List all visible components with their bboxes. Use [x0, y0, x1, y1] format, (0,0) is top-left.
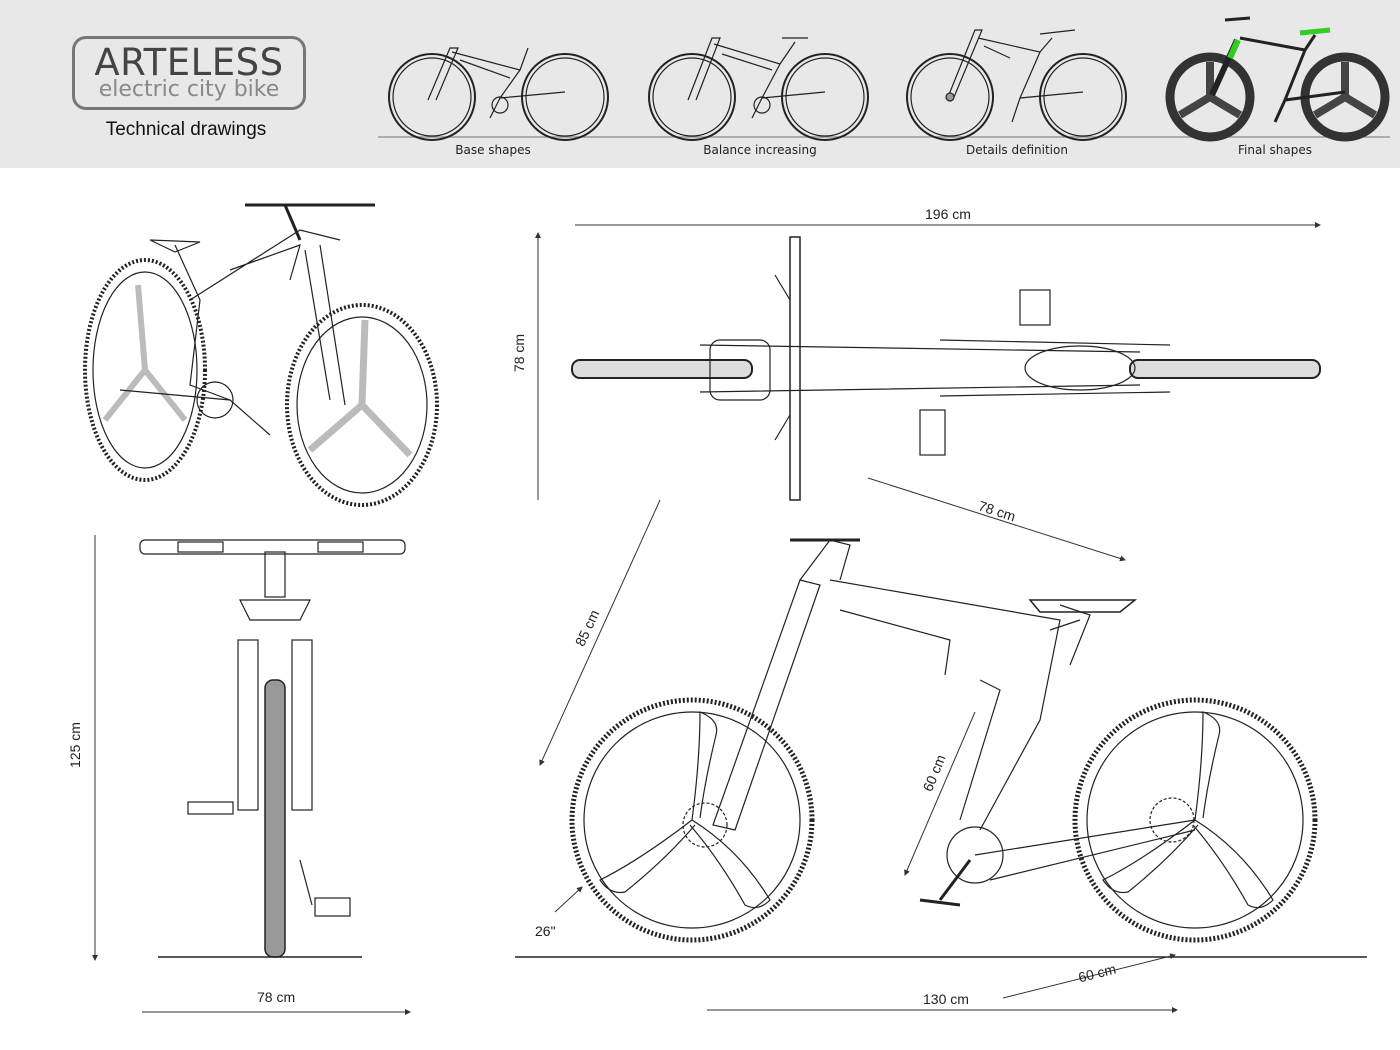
- brand-name: ARTELESS: [94, 41, 284, 84]
- dim-front-width: 78 cm: [257, 989, 296, 1005]
- stage-details-bike: [906, 29, 1127, 141]
- front-view-bike: [139, 539, 406, 958]
- stage-label-final: Final shapes: [1238, 143, 1312, 157]
- stage-base-bike: [388, 47, 609, 141]
- dim-arrow-rear-length: [1002, 953, 1176, 999]
- stage-label-base: Base shapes: [455, 143, 531, 157]
- dimension-arrows: [92, 222, 1321, 1015]
- dim-wheel-size: 26": [535, 923, 556, 939]
- dim-arrow-diag-height: [539, 499, 661, 766]
- stage-final-bike: [1165, 16, 1390, 142]
- perspective-view-bike: [83, 203, 439, 507]
- stage-label-details: Details definition: [966, 143, 1068, 157]
- top-view-bike: [571, 236, 1321, 501]
- dim-wheelbase: 130 cm: [923, 991, 969, 1007]
- dim-front-height: 125 cm: [66, 722, 83, 768]
- dim-top-width: 78 cm: [511, 333, 528, 373]
- dim-arrow-frame-height: [904, 711, 976, 876]
- page-subtitle: Technical drawings: [105, 119, 267, 140]
- dim-top-length: 196 cm: [925, 206, 971, 222]
- dim-arrow-diag-width: [867, 477, 1126, 562]
- brand-logo: ARTELESS electric city bike: [72, 36, 306, 110]
- stage-balance-bike: [648, 37, 869, 141]
- brand-tagline: electric city bike: [98, 77, 280, 102]
- side-view-bike: [569, 538, 1318, 943]
- stage-label-balance: Balance increasing: [703, 143, 817, 157]
- dim-arrow-wheel-size: [554, 886, 583, 913]
